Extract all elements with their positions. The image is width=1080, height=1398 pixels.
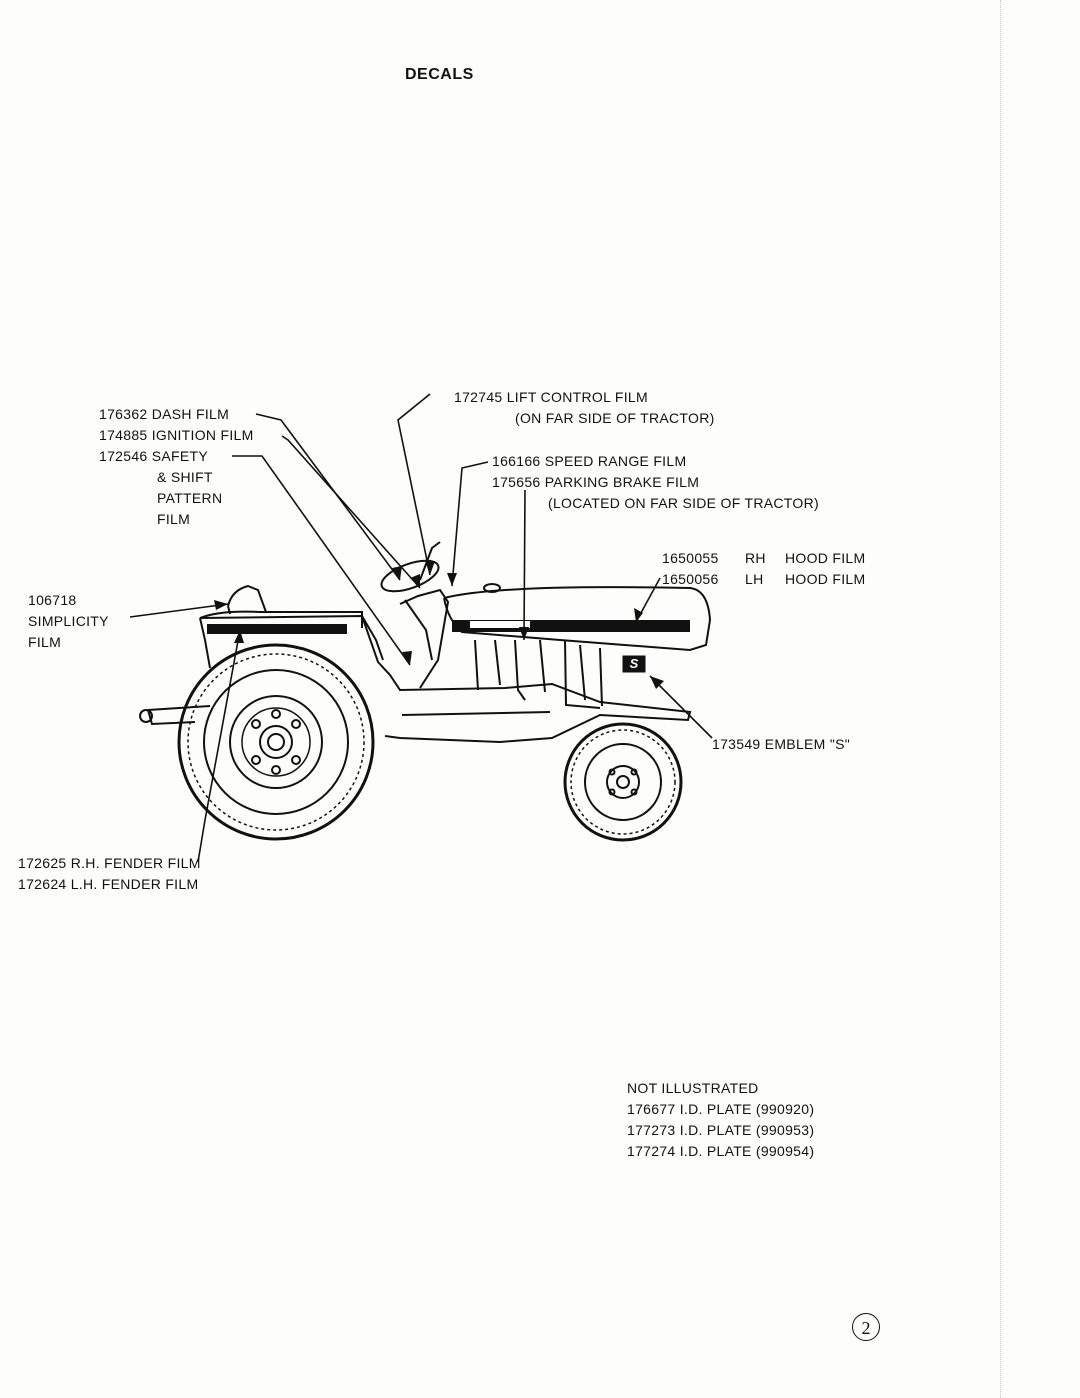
rear-wheel [177,643,375,841]
label-lift-control-note: (ON FAR SIDE OF TRACTOR) [515,410,715,426]
fender-stripe [207,624,347,634]
page-number: 2 [852,1313,880,1341]
label-parking-brake-film: 175656 PARKING BRAKE FILM [492,474,700,490]
label-rh-hood-name: HOOD FILM [785,550,866,566]
safety-line-2: & SHIFT [157,469,213,485]
label-rh-hood-part: 1650055 [662,550,719,566]
simplicity-line-1: 106718 [28,592,77,608]
leader-lines [129,393,713,863]
label-lh-fender-film: 172624 L.H. FENDER FILM [18,876,199,892]
not-illustrated-item: 177274 I.D. PLATE (990954) [627,1143,815,1159]
label-lift-control-film: 172745 LIFT CONTROL FILM [454,389,648,405]
not-illustrated-heading: NOT ILLUSTRATED [627,1080,759,1096]
safety-line-4: FILM [157,511,191,527]
emblem-s-decal: S [629,656,639,671]
label-ignition-film: 174885 IGNITION FILM [99,427,254,443]
label-parking-brake-note: (LOCATED ON FAR SIDE OF TRACTOR) [548,495,819,511]
tractor-body [139,541,712,744]
label-safety-shift-film: 172546 SAFETY & SHIFT PATTERN FILM [99,446,222,530]
not-illustrated-item: 176677 I.D. PLATE (990920) [627,1101,815,1117]
simplicity-line-3: FILM [28,634,62,650]
label-lh-hood-side: LH [745,571,764,587]
not-illustrated-list: NOT ILLUSTRATED 176677 I.D. PLATE (99092… [627,1078,814,1162]
label-speed-range-film: 166166 SPEED RANGE FILM [492,453,687,469]
simplicity-line-2: SIMPLICITY [28,613,109,629]
label-rh-hood-side: RH [745,550,766,566]
safety-line-1: 172546 SAFETY [99,448,208,464]
front-wheel [563,722,683,842]
safety-line-3: PATTERN [157,490,223,506]
label-dash-film: 176362 DASH FILM [99,406,230,422]
label-rh-fender-film: 172625 R.H. FENDER FILM [18,855,201,871]
label-lh-hood-name: HOOD FILM [785,571,866,587]
label-lh-hood-part: 1650056 [662,571,719,587]
label-simplicity-film: 106718 SIMPLICITY FILM [28,590,109,653]
page-title: DECALS [405,66,474,83]
page-edge-rule [1000,0,1001,1398]
not-illustrated-item: 177273 I.D. PLATE (990953) [627,1122,815,1138]
label-emblem-s: 173549 EMBLEM "S" [712,736,850,752]
